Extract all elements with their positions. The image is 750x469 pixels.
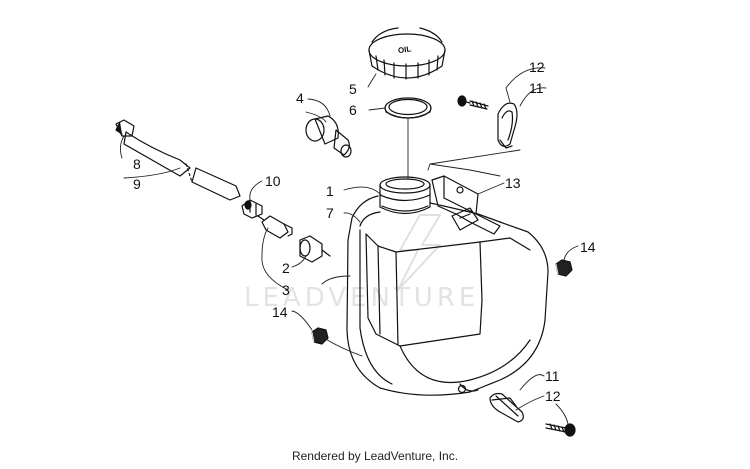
- callout-leaders: [119, 67, 579, 425]
- hose-clamp-upper: [497, 102, 518, 149]
- cap-gasket: [384, 97, 432, 119]
- callout-2: 2: [282, 260, 290, 276]
- callout-8: 8: [133, 156, 141, 172]
- render-credit: Rendered by LeadVenture, Inc.: [291, 449, 459, 463]
- breather-valve: [305, 115, 352, 158]
- callout-14-left: 14: [272, 304, 288, 320]
- callout-7: 7: [326, 205, 334, 221]
- callout-5: 5: [349, 81, 357, 97]
- mounting-bracket: [431, 175, 501, 235]
- callout-6: 6: [349, 102, 357, 118]
- grommet-nut-left: [311, 327, 329, 345]
- elbow-fitting: [257, 215, 293, 239]
- screw-lower: [545, 423, 576, 437]
- callout-13: 13: [505, 175, 521, 191]
- screw-upper: [457, 95, 489, 110]
- filler-cap: OIL: [368, 27, 446, 80]
- small-hose-clamp: [241, 199, 263, 219]
- callout-12-upper: 12: [529, 59, 545, 75]
- grommet-nut-right: [555, 259, 573, 277]
- callout-11-upper: 11: [529, 80, 544, 96]
- outlet-fitting: [299, 235, 331, 263]
- fuel-hose: [115, 119, 241, 201]
- callout-11-lower: 11: [545, 368, 560, 384]
- hose-clamp-lower: [489, 392, 524, 423]
- callout-10: 10: [265, 173, 281, 189]
- callout-4: 4: [296, 90, 304, 106]
- tank-filler-neck: [379, 176, 431, 215]
- callout-12-lower: 12: [545, 388, 561, 404]
- callout-3: 3: [282, 282, 290, 298]
- fuel-tank: [346, 195, 549, 396]
- cap-lettering: OIL: [397, 44, 412, 55]
- callout-14-right: 14: [580, 239, 596, 255]
- callout-1: 1: [326, 183, 334, 199]
- callout-9: 9: [133, 176, 141, 192]
- watermark-logo: [397, 214, 441, 291]
